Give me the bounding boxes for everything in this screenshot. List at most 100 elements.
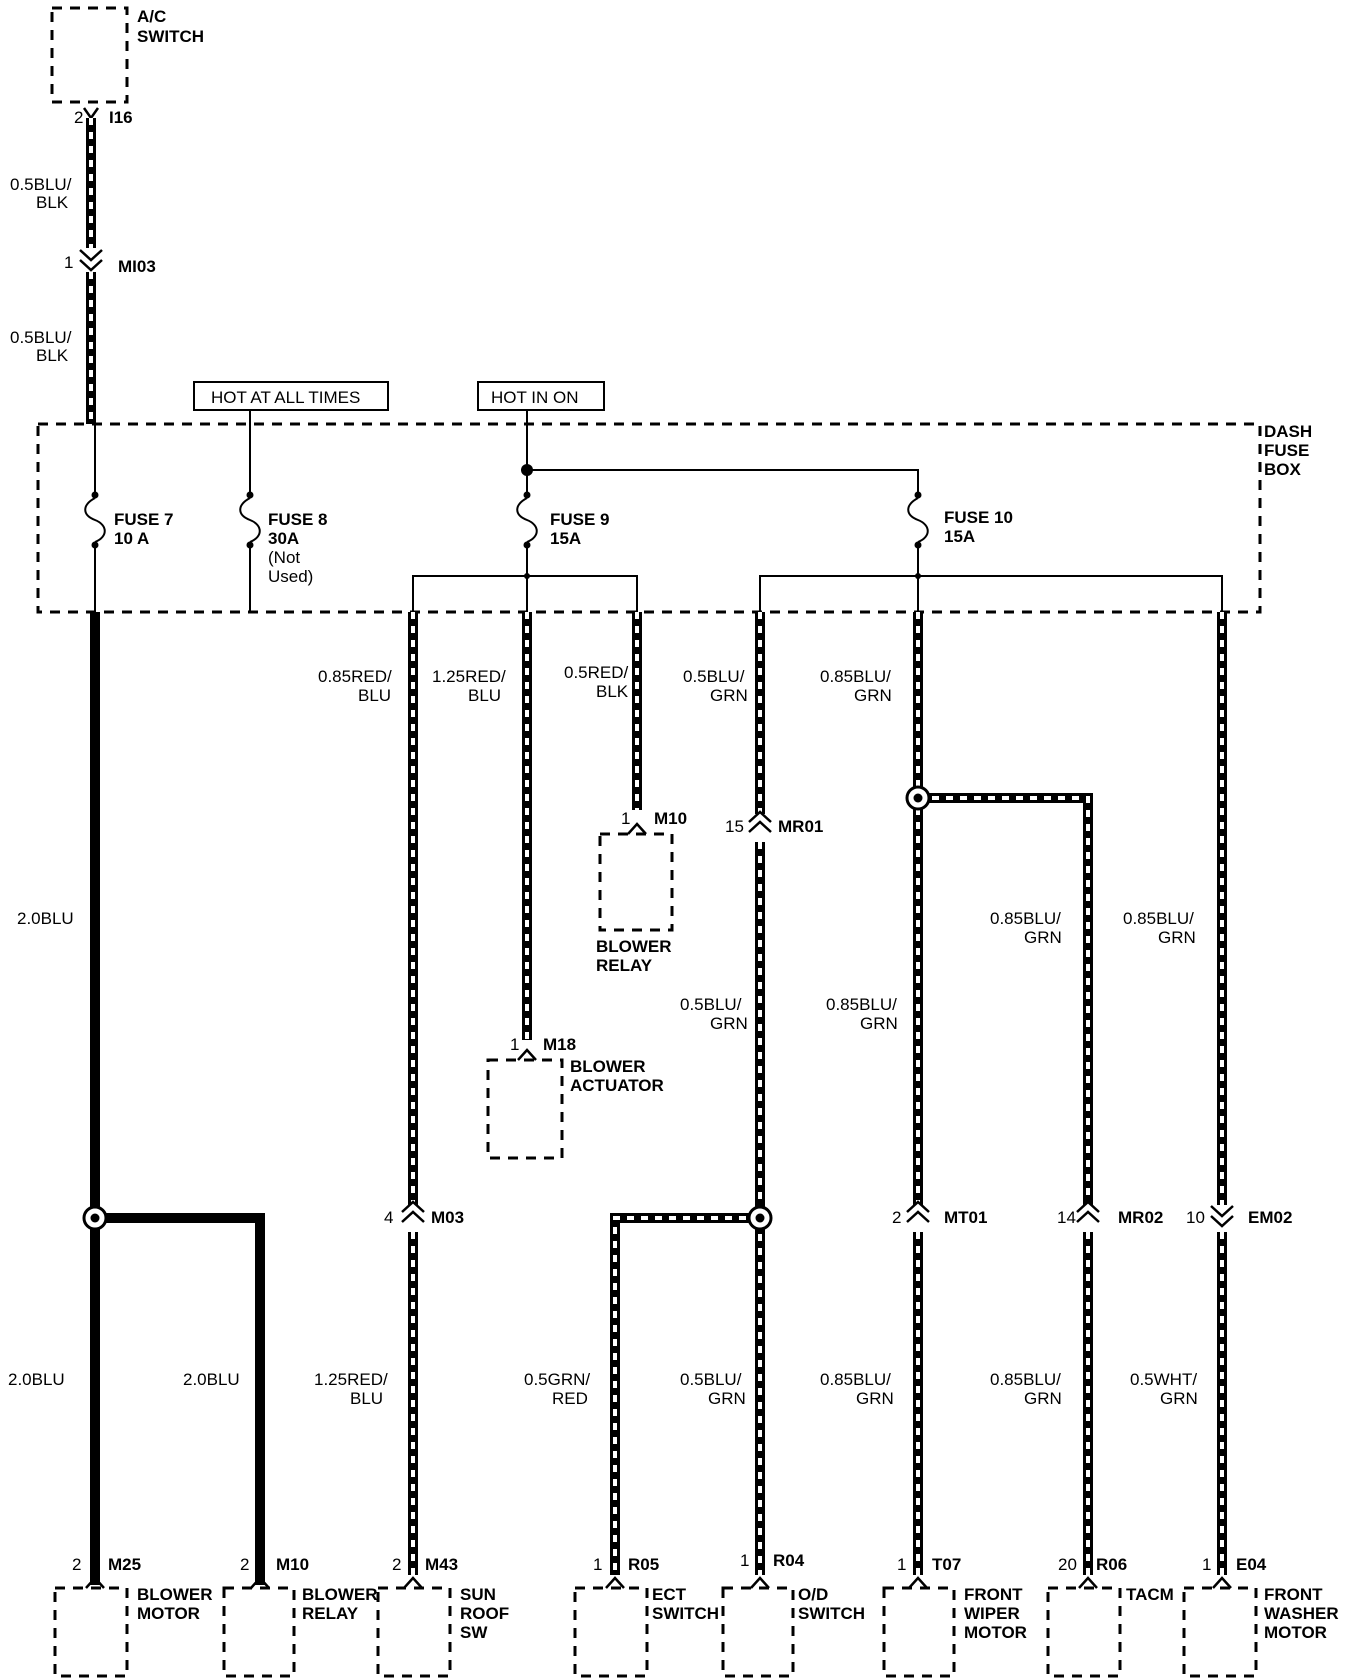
wire-label-ect-1: 0.5GRN/ xyxy=(524,1370,590,1389)
wire-label-sunroof-1: 1.25RED/ xyxy=(314,1370,388,1389)
sunroof-name-2: ROOF xyxy=(460,1604,509,1623)
wire-label-f9-right-2: BLK xyxy=(596,682,629,701)
wire-label-ac-lower-1: 0.5BLU/ xyxy=(10,328,72,347)
ac-switch-label-1: A/C xyxy=(137,7,166,26)
wire-fuse7 xyxy=(82,612,265,1585)
ac-switch-connector: I16 xyxy=(109,108,133,127)
fuse7-label-1: FUSE 7 xyxy=(114,510,174,529)
blower-relay-upper-connector: M10 xyxy=(654,809,687,828)
wire-label-od-up-2: GRN xyxy=(710,1014,748,1033)
mr01-pin: 15 xyxy=(725,817,744,836)
mr01-id: MR01 xyxy=(778,817,823,836)
blower-motor-pin: 2 xyxy=(72,1555,81,1574)
blower-relay-upper-pin: 1 xyxy=(621,809,630,828)
connector-em02: 10 EM02 xyxy=(1186,1205,1292,1228)
washer-name-3: MOTOR xyxy=(1264,1623,1327,1642)
ac-switch-label-2: SWITCH xyxy=(137,27,204,46)
fuse8-label-1: FUSE 8 xyxy=(268,510,328,529)
fuse8-label-2: 30A xyxy=(268,529,299,548)
blower-relay-pin: 2 xyxy=(240,1555,249,1574)
wiper-name-3: MOTOR xyxy=(964,1623,1027,1642)
ect-name-2: SWITCH xyxy=(652,1604,719,1623)
fuse-box-label-2: FUSE xyxy=(1264,441,1309,460)
blower-relay-upper-name-1: BLOWER xyxy=(596,937,672,956)
component-front-washer-motor: 1 E04 FRONT WASHER MOTOR xyxy=(1182,1555,1339,1678)
wire-label-od-low-1: 0.5BLU/ xyxy=(680,1370,742,1389)
wire-label-f9-right-1: 0.5RED/ xyxy=(564,663,629,682)
wire-label-tacm-up-2: GRN xyxy=(1024,928,1062,947)
fuse7-label-2: 10 A xyxy=(114,529,149,548)
ect-connector: R05 xyxy=(628,1555,659,1574)
ect-name-1: ECT xyxy=(652,1585,687,1604)
blower-relay-upper: 1 M10 BLOWER RELAY xyxy=(596,809,687,975)
sunroof-connector: M43 xyxy=(425,1555,458,1574)
wire-label-f9-left-1: 0.85RED/ xyxy=(318,667,392,686)
blower-relay-upper-name-2: RELAY xyxy=(596,956,653,975)
fuse8-label-4: Used) xyxy=(268,567,313,586)
od-pin: 1 xyxy=(740,1551,749,1570)
connector-mr02: 14 MR02 xyxy=(1057,1200,1163,1227)
wire-label-fuse7-main: 2.0BLU xyxy=(17,909,74,928)
fuse-box-label-3: BOX xyxy=(1264,460,1302,479)
blower-motor-name-2: MOTOR xyxy=(137,1604,200,1623)
tacm-connector: R06 xyxy=(1096,1555,1127,1574)
wiper-name-1: FRONT xyxy=(964,1585,1023,1604)
component-od-switch: 1 R04 O/D SWITCH xyxy=(721,1551,865,1678)
od-name-2: SWITCH xyxy=(798,1604,865,1623)
sunroof-name-1: SUN xyxy=(460,1585,496,1604)
fuse10-label-1: FUSE 10 xyxy=(944,508,1013,527)
component-blower-relay: 2 M10 BLOWER RELAY xyxy=(222,1555,378,1678)
component-front-wiper-motor: 1 T07 FRONT WIPER MOTOR xyxy=(882,1555,1027,1678)
wire-label-wiper-up-2: GRN xyxy=(860,1014,898,1033)
fuse9-label-2: 15A xyxy=(550,529,581,548)
fuse8-label-3: (Not xyxy=(268,548,300,567)
component-blower-motor: 2 M25 BLOWER MOTOR xyxy=(53,1555,213,1678)
m03-id: M03 xyxy=(431,1208,464,1227)
wire-fuse10-b xyxy=(913,612,1093,1575)
wire-label-f10-a-1: 0.5BLU/ xyxy=(683,667,745,686)
hot-at-all-times-label: HOT AT ALL TIMES xyxy=(193,381,389,411)
wire-label-washer-up-1: 0.85BLU/ xyxy=(1123,909,1194,928)
wire-label-f10-b-1: 0.85BLU/ xyxy=(820,667,891,686)
mr02-id: MR02 xyxy=(1118,1208,1163,1227)
mt01-id: MT01 xyxy=(944,1208,987,1227)
wire-label-f10-b-2: GRN xyxy=(854,686,892,705)
od-name-1: O/D xyxy=(798,1585,828,1604)
wire-label-ac-upper-2: BLK xyxy=(36,193,69,212)
ac-switch-pin: 2 xyxy=(74,108,83,127)
m03-pin: 4 xyxy=(384,1208,393,1227)
mr02-pin: 14 xyxy=(1057,1208,1076,1227)
wire-label-od-low-2: GRN xyxy=(708,1389,746,1408)
connector-mr01: 15 MR01 xyxy=(725,810,823,836)
washer-pin: 1 xyxy=(1202,1555,1211,1574)
component-ect-switch: 1 R05 ECT SWITCH xyxy=(573,1555,719,1678)
fuse10-label-2: 15A xyxy=(944,527,975,546)
wire-label-washer-low-2: GRN xyxy=(1160,1389,1198,1408)
blower-actuator-name-2: ACTUATOR xyxy=(570,1076,664,1095)
connector-mi03: 1 MI03 xyxy=(64,249,156,276)
em02-id: EM02 xyxy=(1248,1208,1292,1227)
blower-actuator-pin: 1 xyxy=(510,1035,519,1054)
mt01-pin: 2 xyxy=(892,1208,901,1227)
blower-relay-name-1: BLOWER xyxy=(302,1585,378,1604)
wire-label-wiper-low-1: 0.85BLU/ xyxy=(820,1370,891,1389)
blower-actuator-name-1: BLOWER xyxy=(570,1057,646,1076)
wire-label-ac-upper-1: 0.5BLU/ xyxy=(10,175,72,194)
wire-label-washer-low-1: 0.5WHT/ xyxy=(1130,1370,1197,1389)
blower-motor-connector: M25 xyxy=(108,1555,141,1574)
wire-label-blower-motor: 2.0BLU xyxy=(8,1370,65,1389)
wire-label-washer-up-2: GRN xyxy=(1158,928,1196,947)
wiper-name-2: WIPER xyxy=(964,1604,1020,1623)
blower-motor-name-1: BLOWER xyxy=(137,1585,213,1604)
blower-relay-connector: M10 xyxy=(276,1555,309,1574)
ect-pin: 1 xyxy=(593,1555,602,1574)
blower-actuator-connector: M18 xyxy=(543,1035,576,1054)
wire-label-wiper-up-1: 0.85BLU/ xyxy=(826,995,897,1014)
ac-switch: A/C SWITCH 2 I16 xyxy=(50,6,204,127)
wire-label-sunroof-2: BLU xyxy=(350,1389,383,1408)
wire-label-od-up-1: 0.5BLU/ xyxy=(680,995,742,1014)
hot-in-on-label: HOT IN ON xyxy=(477,381,605,411)
wire-label-tacm-low-1: 0.85BLU/ xyxy=(990,1370,1061,1389)
wire-label-f9-left-2: BLU xyxy=(358,686,391,705)
washer-name-1: FRONT xyxy=(1264,1585,1323,1604)
